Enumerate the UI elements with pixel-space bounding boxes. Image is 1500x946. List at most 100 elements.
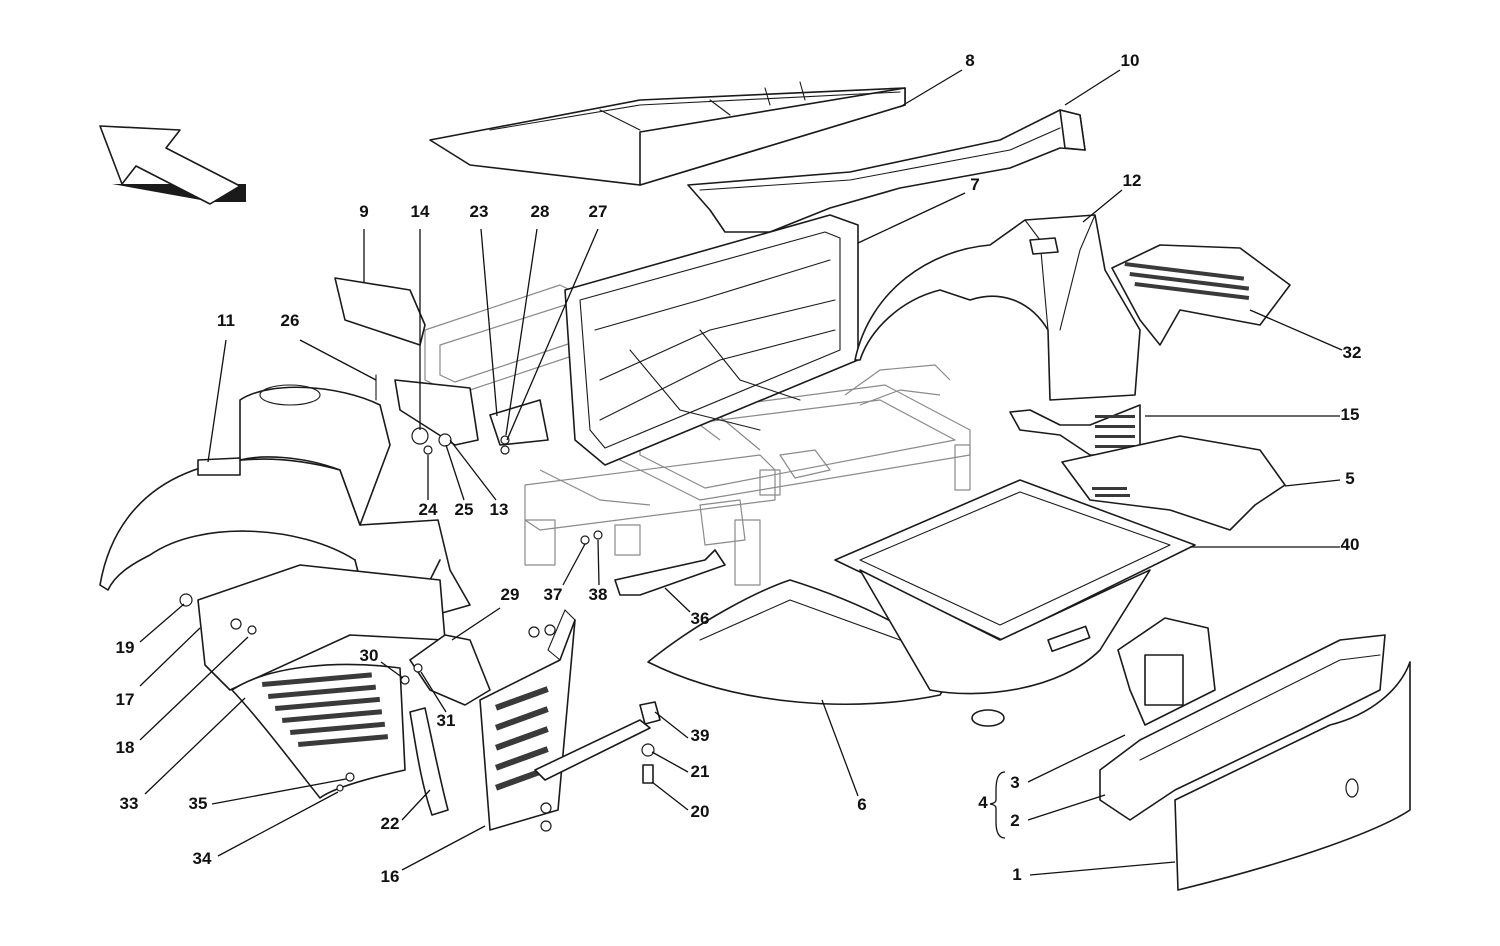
callout-label-14: 14 [411, 202, 430, 221]
leader-line-33 [144, 697, 246, 795]
callout-label-24: 24 [419, 500, 438, 519]
leader-line-30 [380, 661, 404, 679]
callout-label-18: 18 [116, 738, 135, 757]
leader-line-34 [217, 791, 339, 857]
leader-line-11 [207, 339, 227, 463]
callout-label-31: 31 [437, 711, 456, 730]
part-10-rear-cross-member [687, 109, 1086, 233]
leader-line-13 [449, 439, 497, 501]
callout-label-8: 8 [965, 51, 974, 70]
part-40-luggage-tub [834, 479, 1196, 727]
callout-label-9: 9 [359, 202, 368, 221]
part-15-vent-bracket [1009, 404, 1141, 456]
leader-line-37 [562, 543, 586, 586]
part-8-engine-cover-tray [429, 81, 906, 186]
leader-line-16 [401, 825, 486, 871]
leader-line-18 [139, 636, 249, 741]
leader-line-38 [597, 539, 600, 586]
leader-line-10 [1064, 69, 1121, 106]
hardware-group-center [489, 399, 549, 455]
part-29-bracket [400, 634, 491, 706]
callout-label-2: 2 [1010, 811, 1019, 830]
callout-label-29: 29 [501, 585, 520, 604]
direction-arrow-icon [99, 125, 246, 205]
leader-line-29 [451, 607, 501, 641]
leader-line-1 [1029, 861, 1176, 876]
callout-label-25: 25 [455, 500, 474, 519]
leader-line-26 [299, 339, 377, 381]
callout-label-38: 38 [589, 585, 608, 604]
leader-line-32 [1249, 309, 1343, 351]
callout-label-32: 32 [1343, 343, 1362, 362]
leader-line-2 [1027, 794, 1106, 821]
leader-line-25 [445, 444, 465, 501]
callout-label-21: 21 [691, 762, 710, 781]
callout-label-4: 4 [978, 793, 988, 812]
part-1-rear-panel [1174, 661, 1411, 891]
leader-line-36 [664, 587, 691, 613]
callout-label-26: 26 [281, 311, 300, 330]
callout-label-12: 12 [1123, 171, 1142, 190]
leader-line-17 [139, 627, 201, 687]
part-32-right-vent-grille [1111, 244, 1291, 346]
leader-line-22 [401, 789, 431, 821]
leader-line-21 [651, 751, 689, 773]
callout-label-28: 28 [531, 202, 550, 221]
leader-line-39 [654, 711, 689, 739]
part-33-left-vent-grille [231, 663, 406, 799]
callout-label-40: 40 [1341, 535, 1360, 554]
callout-label-30: 30 [360, 646, 379, 665]
leader-line-20 [651, 781, 689, 811]
callout-label-22: 22 [381, 814, 400, 833]
callout-label-11: 11 [217, 311, 235, 330]
callout-label-13: 13 [490, 500, 509, 519]
group-4-brace [989, 771, 1006, 839]
part-3-bracket [1117, 617, 1216, 726]
vent-slots [262, 672, 389, 747]
callout-label-37: 37 [544, 585, 563, 604]
leader-line-31 [420, 671, 447, 713]
callout-label-6: 6 [857, 795, 866, 814]
callout-label-33: 33 [120, 794, 139, 813]
callout-label-27: 27 [589, 202, 608, 221]
part-2-crossmember [1099, 634, 1386, 821]
hardware-group-left [375, 374, 479, 455]
callout-label-16: 16 [381, 867, 400, 886]
callout-label-5: 5 [1345, 469, 1354, 488]
callout-label-10: 10 [1121, 51, 1140, 70]
callout-label-35: 35 [189, 794, 208, 813]
leader-line-19 [139, 603, 185, 643]
part-39-link-rod [534, 701, 661, 784]
part-12-right-wheel-arch [854, 214, 1141, 401]
leader-line-27 [506, 228, 599, 441]
callout-label-34: 34 [193, 849, 212, 868]
callout-label-19: 19 [116, 638, 135, 657]
part-36-bracket [580, 530, 726, 596]
part-22-seal-strip [409, 707, 449, 816]
callout-label-1: 1 [1012, 865, 1021, 884]
leader-line-6 [821, 699, 859, 797]
leader-line-8 [899, 69, 963, 108]
leader-line-35 [211, 778, 347, 805]
callout-label-36: 36 [691, 609, 710, 628]
leader-line-28 [505, 228, 538, 436]
part-7-rear-grille-frame [564, 214, 859, 466]
callout-label-23: 23 [470, 202, 489, 221]
leader-line-23 [480, 228, 498, 417]
callout-label-20: 20 [691, 802, 710, 821]
callout-label-3: 3 [1010, 773, 1019, 792]
leader-line-5 [1284, 479, 1341, 487]
part-5-cover-panel [1061, 435, 1286, 531]
callout-label-7: 7 [970, 175, 979, 194]
part-17-splash-panel [179, 564, 446, 691]
callout-label-15: 15 [1341, 405, 1360, 424]
leader-line-3 [1027, 734, 1126, 783]
callout-label-39: 39 [691, 726, 710, 745]
part-9-bracket [334, 277, 426, 346]
callout-label-17: 17 [116, 690, 135, 709]
leader-line-12 [1082, 189, 1123, 223]
part-16-side-vent-panel [479, 609, 576, 832]
leader-line-7 [857, 192, 966, 244]
